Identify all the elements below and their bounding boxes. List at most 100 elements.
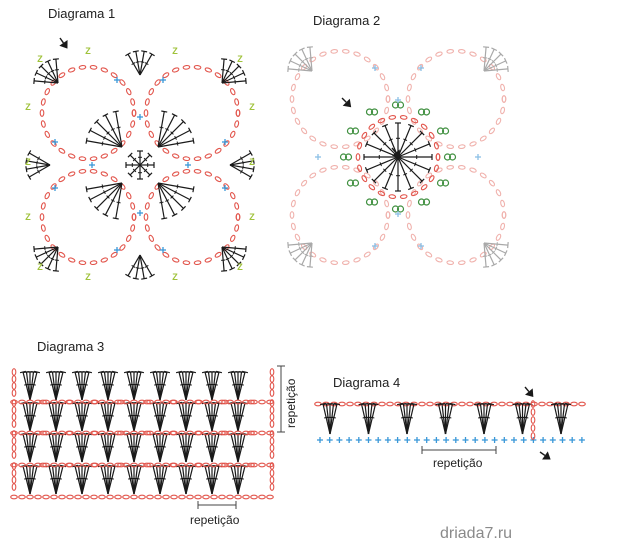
- dc-stitch-tick: [31, 414, 36, 417]
- dc-stitch-tick: [414, 162, 417, 167]
- chain-stitch: [457, 260, 466, 266]
- dc-stitch-top: [288, 250, 293, 257]
- dc-stitch: [221, 246, 240, 265]
- chain-stitch: [125, 130, 132, 138]
- chain-stitch: [11, 483, 17, 491]
- dc-stitch-top: [132, 50, 139, 53]
- chain-stitch: [90, 494, 98, 500]
- dc-stitch-top: [491, 47, 498, 52]
- dc-stitch-tick: [131, 62, 136, 66]
- dc-stitch-tick: [110, 199, 115, 202]
- chain-stitch: [210, 462, 218, 468]
- dc-stitch-tick: [36, 165, 38, 170]
- dc-stitch-tick: [403, 138, 408, 141]
- chain-stitch: [148, 88, 155, 96]
- dc-stitch-top: [137, 370, 145, 374]
- dc-stitch: [483, 53, 502, 72]
- dc-stitch: [28, 164, 51, 178]
- chain-stitch: [162, 494, 170, 500]
- dc-stitch: [159, 433, 168, 463]
- dc-stitch: [127, 53, 141, 76]
- chain-stitch: [11, 451, 17, 459]
- dc-stitch-tick: [494, 246, 498, 251]
- chain-stitch: [146, 494, 154, 500]
- chain-stitch: [418, 401, 426, 407]
- chain-stitch: [194, 430, 202, 436]
- chain-stitch: [106, 494, 114, 500]
- chain-stitch: [58, 430, 66, 436]
- dc-stitch-tick: [187, 445, 192, 448]
- dc-stitch-top: [27, 174, 32, 180]
- dc-stitch: [157, 111, 165, 148]
- chain-stitch: [226, 430, 234, 436]
- dc-stitch: [289, 242, 313, 254]
- chain-stitch: [357, 164, 363, 173]
- dc-stitch: [185, 433, 194, 463]
- chain-stitch: [234, 202, 240, 210]
- chain-stitch: [154, 244, 161, 251]
- chain-stitch: [42, 430, 50, 436]
- chain-stitch: [363, 135, 371, 142]
- chain-stitch: [11, 444, 17, 452]
- start-arrow-shaft: [341, 97, 347, 103]
- diagram-3-title: Diagrama 3: [37, 339, 105, 354]
- chain-stitch: [353, 257, 361, 263]
- chain-stitch: [58, 494, 66, 500]
- chain-stitch: [353, 141, 361, 147]
- chain-stitch: [11, 469, 17, 477]
- chain-stitch: [361, 175, 368, 183]
- chain-stitch: [250, 430, 258, 436]
- chain-stitch: [446, 260, 455, 266]
- chain-stitch: [425, 251, 433, 258]
- chain-stitch: [420, 123, 428, 130]
- chain-stitch: [11, 420, 17, 428]
- chain-stitch: [416, 243, 424, 251]
- chain-stitch: [406, 106, 412, 115]
- chain-stitch: [578, 401, 586, 407]
- dc-stitch-top: [288, 57, 293, 64]
- chain-stitch: [146, 430, 154, 436]
- chain-stitch: [266, 462, 274, 468]
- diagram-4-edging-row: [314, 386, 586, 460]
- dc-stitch-tick: [213, 445, 218, 448]
- dc-stitch-top: [564, 402, 572, 406]
- chain-stitch: [186, 494, 194, 500]
- chain-stitch: [406, 199, 412, 208]
- dc-stitch-top: [364, 167, 369, 174]
- chain-stitch: [143, 399, 151, 405]
- dc-stitch-tick: [50, 69, 55, 73]
- dc-stitch-tick: [298, 63, 302, 68]
- chain-stitch: [182, 168, 191, 174]
- dc-stitch: [139, 254, 153, 277]
- picot-loop: [365, 198, 374, 206]
- chain-stitch: [10, 430, 18, 436]
- chain-stitch: [341, 260, 350, 266]
- chain-stitch: [269, 375, 275, 383]
- chain-stitch: [428, 175, 435, 183]
- dc-stitch: [157, 121, 184, 148]
- chain-stitch: [194, 399, 202, 405]
- chain-stitch: [500, 106, 506, 115]
- chain-stitch: [40, 120, 46, 128]
- chain-stitch: [357, 141, 363, 150]
- corner-mark: Z: [249, 102, 255, 112]
- dc-stitch: [115, 111, 123, 148]
- dc-stitch-tick: [135, 477, 140, 480]
- chain-stitch: [130, 224, 136, 232]
- chain-stitch: [242, 430, 250, 436]
- dc-stitch: [139, 164, 151, 176]
- chain-stitch: [530, 400, 536, 408]
- chain-stitch: [319, 141, 327, 147]
- picot-loop: [344, 153, 353, 161]
- dc-stitch: [289, 60, 313, 72]
- chain-stitch: [182, 260, 191, 266]
- dc-stitch: [89, 182, 123, 201]
- chain-stitch: [314, 401, 322, 407]
- dc-stitch: [397, 125, 412, 158]
- dc-stitch-top: [108, 433, 115, 435]
- dc-stitch-tick: [106, 131, 110, 135]
- dc-stitch-tick: [159, 201, 164, 204]
- dc-stitch-top: [85, 137, 88, 144]
- chain-stitch: [78, 168, 87, 174]
- picot-loop: [422, 198, 431, 206]
